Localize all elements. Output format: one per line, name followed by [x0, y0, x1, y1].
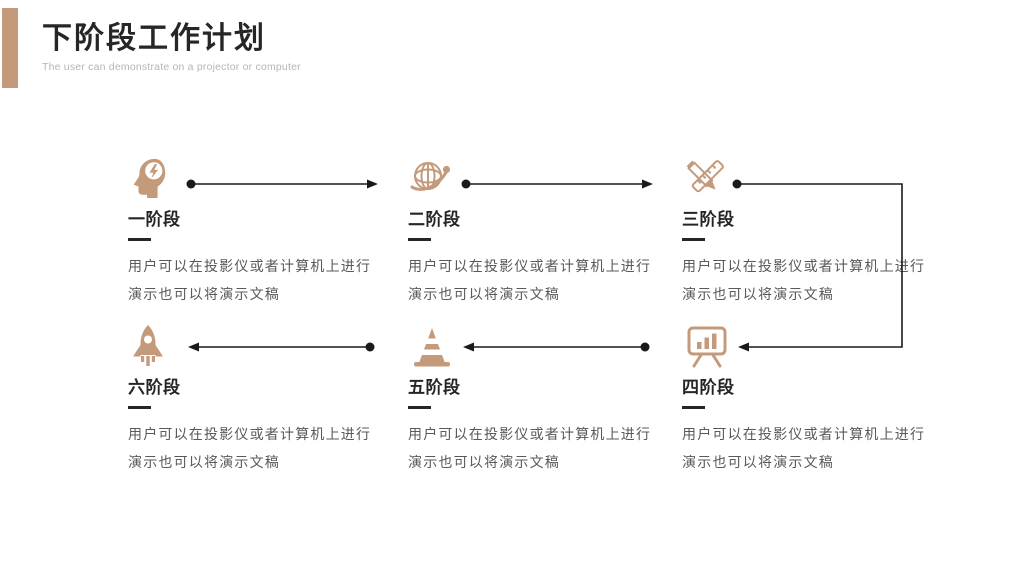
stage-4-block: 四阶段 用户可以在投影仪或者计算机上进行 演示也可以将演示文稿 [682, 324, 938, 476]
stage-1-block: 一阶段 用户可以在投影仪或者计算机上进行 演示也可以将演示文稿 [128, 156, 384, 308]
stage-body-line: 演示也可以将演示文稿 [408, 454, 560, 470]
stage-body-line: 演示也可以将演示文稿 [128, 454, 280, 470]
stage-body: 用户可以在投影仪或者计算机上进行 演示也可以将演示文稿 [408, 420, 664, 476]
header: 下阶段工作计划 The user can demonstrate on a pr… [42, 20, 301, 73]
stage-title: 二阶段 [408, 210, 461, 229]
pencil-ruler-icon [682, 156, 938, 200]
title-underline [682, 238, 705, 241]
title-underline [128, 238, 151, 241]
stage-6-block: 六阶段 用户可以在投影仪或者计算机上进行 演示也可以将演示文稿 [128, 324, 384, 476]
stage-body-line: 演示也可以将演示文稿 [128, 286, 280, 302]
presentation-chart-icon [682, 324, 938, 368]
stage-title: 三阶段 [682, 210, 735, 229]
title-underline [408, 238, 431, 241]
stage-body-line: 演示也可以将演示文稿 [408, 286, 560, 302]
page-title: 下阶段工作计划 [42, 22, 266, 55]
stage-body-line: 用户可以在投影仪或者计算机上进行 [128, 258, 372, 274]
stage-body-line: 演示也可以将演示文稿 [682, 286, 834, 302]
stage-body: 用户可以在投影仪或者计算机上进行 演示也可以将演示文稿 [408, 252, 664, 308]
accent-bar [2, 8, 18, 88]
stage-title: 六阶段 [128, 378, 181, 397]
traffic-cone-icon [408, 324, 664, 368]
stage-body-line: 用户可以在投影仪或者计算机上进行 [682, 426, 926, 442]
stage-title: 五阶段 [408, 378, 461, 397]
stage-5-block: 五阶段 用户可以在投影仪或者计算机上进行 演示也可以将演示文稿 [408, 324, 664, 476]
page-subtitle: The user can demonstrate on a projector … [42, 61, 301, 73]
stage-body: 用户可以在投影仪或者计算机上进行 演示也可以将演示文稿 [682, 252, 938, 308]
title-underline [682, 406, 705, 409]
stage-title: 一阶段 [128, 210, 181, 229]
stage-body-line: 用户可以在投影仪或者计算机上进行 [408, 258, 652, 274]
globe-icon [408, 156, 664, 200]
stage-body: 用户可以在投影仪或者计算机上进行 演示也可以将演示文稿 [128, 420, 384, 476]
stage-2-block: 二阶段 用户可以在投影仪或者计算机上进行 演示也可以将演示文稿 [408, 156, 664, 308]
stage-body: 用户可以在投影仪或者计算机上进行 演示也可以将演示文稿 [682, 420, 938, 476]
stage-body: 用户可以在投影仪或者计算机上进行 演示也可以将演示文稿 [128, 252, 384, 308]
stage-body-line: 用户可以在投影仪或者计算机上进行 [128, 426, 372, 442]
idea-head-icon [128, 156, 384, 200]
stage-body-line: 用户可以在投影仪或者计算机上进行 [682, 258, 926, 274]
stage-body-line: 演示也可以将演示文稿 [682, 454, 834, 470]
title-underline [408, 406, 431, 409]
stage-3-block: 三阶段 用户可以在投影仪或者计算机上进行 演示也可以将演示文稿 [682, 156, 938, 308]
title-underline [128, 406, 151, 409]
rocket-icon [128, 324, 384, 368]
stage-body-line: 用户可以在投影仪或者计算机上进行 [408, 426, 652, 442]
stage-title: 四阶段 [682, 378, 735, 397]
